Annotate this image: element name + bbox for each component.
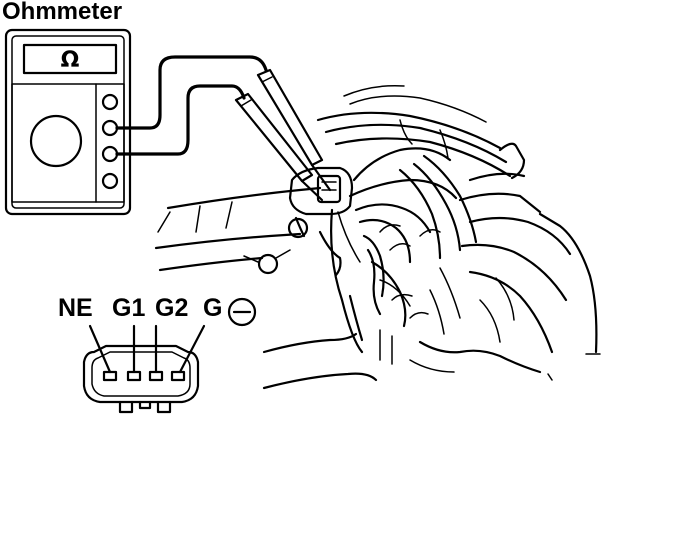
connector-icon <box>82 297 257 414</box>
minus-circle-icon <box>227 297 257 327</box>
jack-icon <box>101 145 119 163</box>
ohm-symbol: Ω <box>61 48 80 73</box>
dial-icon <box>29 114 83 168</box>
ohmmeter-icon: Ω <box>4 28 132 216</box>
terminal-g1 <box>126 370 142 382</box>
test-lead-wires <box>115 55 332 202</box>
jack-icon <box>101 93 119 111</box>
distributor-assembly-icon <box>154 84 601 390</box>
ohmmeter-title: Ohmmeter <box>2 0 123 25</box>
terminal-g2 <box>148 370 164 382</box>
pin-label-g1: G1 <box>112 294 146 322</box>
pin-label-g2: G2 <box>155 294 189 322</box>
terminal-g <box>170 370 186 382</box>
pin-label-g: G <box>203 294 223 322</box>
jack-icon <box>101 119 119 137</box>
jack-icon <box>101 172 119 190</box>
pin-label-ne: NE <box>58 294 93 322</box>
terminal-ne <box>102 370 118 382</box>
